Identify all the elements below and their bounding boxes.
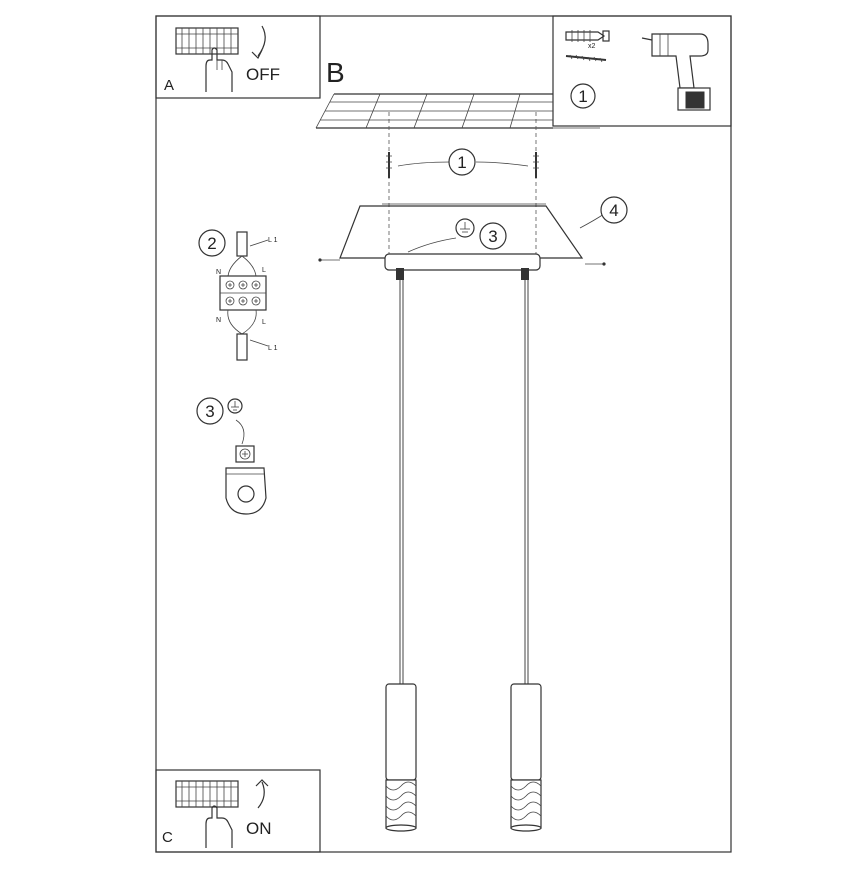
terminal-label-live-bottom: L — [262, 319, 266, 326]
tools-step-circle — [570, 83, 596, 109]
ground-main-callout-number: 3 — [488, 227, 497, 246]
ground-lug-icon — [225, 419, 267, 515]
wiring-callout-number: 2 — [207, 234, 216, 253]
tools-panel: x2 1 — [552, 15, 732, 127]
pendant-lamp-icon — [385, 683, 417, 832]
pendant-lamp-icon — [510, 683, 542, 832]
drill-icon — [641, 33, 711, 111]
page-frame — [155, 15, 732, 853]
alignment-guides — [388, 112, 537, 270]
callout-1-leaders — [397, 161, 529, 167]
ground-detail-callout-number: 3 — [205, 402, 214, 421]
switch-arrow-icon — [255, 779, 269, 809]
panel-c-letter: C — [162, 829, 173, 846]
screw-callout-circle — [448, 148, 476, 176]
breaker-panel-icon — [175, 27, 239, 55]
terminal-label-line-bottom: L 1 — [268, 345, 278, 352]
terminal-label-live-top: L — [262, 267, 266, 274]
screw-icon — [565, 54, 607, 63]
wall-anchor-icon — [565, 30, 610, 42]
panel-a-action: OFF — [246, 65, 280, 84]
terminal-label-line-top: L 1 — [268, 237, 278, 244]
terminal-label-neutral-bottom: N — [216, 317, 221, 324]
terminal-label-neutral-top: N — [216, 269, 221, 276]
ground-symbol-icon — [407, 218, 475, 253]
hand-icon — [205, 47, 233, 92]
ceiling-tiles-icon — [315, 93, 600, 129]
side-screw-icon — [318, 258, 606, 266]
canopy-cover — [339, 203, 584, 259]
screw-callout-number: 1 — [457, 153, 466, 172]
ground-symbol-icon — [227, 398, 243, 414]
wiring-callout-circle — [198, 229, 226, 257]
panel-b-letter: B — [326, 57, 345, 88]
panel-a-frame — [155, 15, 321, 99]
terminal-block-icon — [219, 231, 269, 361]
mounting-bracket — [384, 253, 541, 280]
tools-panel-frame — [552, 15, 732, 127]
canopy-callout-circle — [600, 196, 628, 224]
switch-arrow-icon — [251, 25, 266, 60]
panel-c-frame — [155, 769, 321, 853]
canopy-leader — [579, 213, 605, 229]
panel-c: C ON — [155, 769, 321, 853]
ground-main-callout-circle — [479, 222, 507, 250]
suspension-cables — [399, 280, 529, 684]
panel-a-letter: A — [164, 77, 174, 94]
tools-step-number: 1 — [578, 87, 587, 106]
panel-c-action: ON — [246, 819, 272, 838]
screw-icon — [533, 152, 539, 178]
canopy-callout-number: 4 — [609, 201, 618, 220]
screw-icon — [386, 152, 392, 178]
anchor-quantity-label: x2 — [588, 43, 596, 50]
panel-a: A OFF — [155, 15, 321, 99]
ground-detail-callout-circle — [196, 397, 224, 425]
breaker-panel-icon — [175, 780, 239, 808]
hand-icon — [205, 805, 233, 848]
